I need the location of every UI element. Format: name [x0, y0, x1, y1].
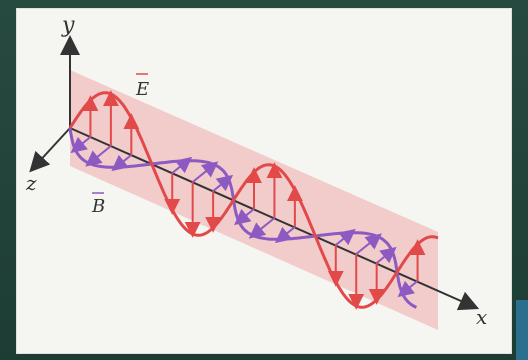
x-axis-label: x	[476, 305, 487, 329]
b-field-arrows	[70, 136, 419, 298]
z-axis-label: z	[25, 171, 37, 195]
b-field-arrow	[171, 156, 193, 174]
b-field-wave	[68, 127, 418, 309]
b-field-arrow	[335, 228, 356, 246]
edge-strip	[516, 300, 528, 360]
z-axis	[29, 127, 71, 173]
b-field-arrow	[111, 154, 132, 172]
b-field-arrow	[70, 136, 92, 154]
b-field-arrow	[376, 246, 397, 264]
b-field-arrow	[234, 208, 255, 226]
b-field-arrow	[274, 226, 296, 244]
b-field-label: B	[91, 196, 105, 217]
y-axis-label: y	[61, 13, 75, 38]
b-field-arrow	[212, 174, 234, 192]
b-field-arrow	[397, 280, 419, 298]
b-field-arrow	[248, 217, 276, 239]
x-axis	[69, 127, 480, 311]
e-field-label: E	[135, 79, 149, 100]
b-field-arrow	[85, 145, 112, 167]
b-field-arrow	[355, 233, 382, 255]
b-field-arrow	[192, 161, 219, 183]
e-field-wave	[68, 91, 439, 309]
e-field-arrows	[82, 90, 426, 310]
